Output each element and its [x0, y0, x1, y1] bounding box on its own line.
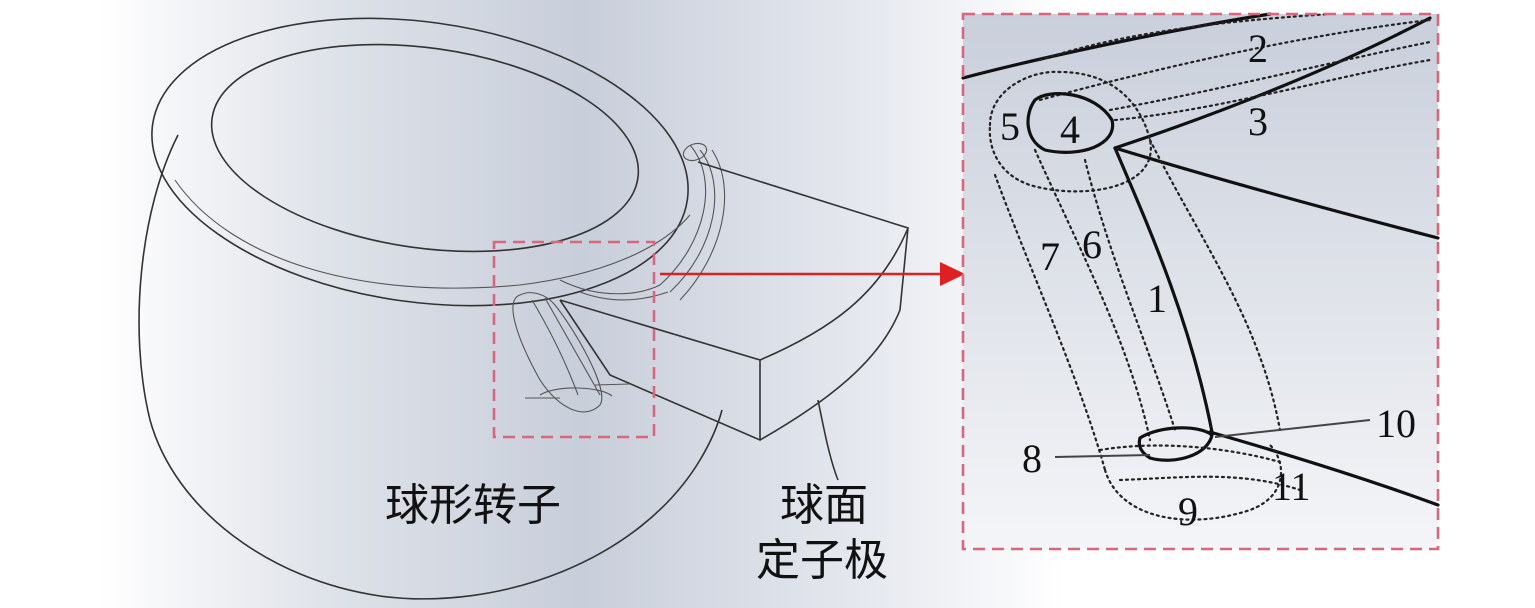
leader-line-10: [1214, 419, 1371, 438]
label-4: 4: [1060, 107, 1080, 152]
arrow-right-icon: [660, 262, 965, 286]
bottom-dotted-ellipse-9: [1103, 443, 1283, 521]
rotor-top-inner-ring: [210, 43, 640, 253]
bottom-ellipse-8: [1137, 426, 1214, 462]
winding-coil-thumbnail-base: [525, 383, 631, 399]
dotted-line-outer: [1148, 138, 1282, 432]
rotor-edge-arc-lower: [1113, 16, 1432, 150]
stator-leader-line: [817, 399, 839, 481]
left-background: [100, 0, 1065, 608]
rotor-top-outer-ring: [151, 17, 689, 307]
ring-end-cap: [682, 142, 708, 162]
spherical-rotor-outline: [138, 134, 723, 600]
bottom-dotted-ellipse-11: [1098, 444, 1302, 492]
label-7: 7: [1040, 234, 1060, 279]
left-assembly-view: 球形转子 球面 定子极: [100, 0, 1065, 608]
detail-view: 1 2 3 4 5 6 7 8 9 10 11: [961, 12, 1440, 551]
label-6: 6: [1082, 222, 1102, 267]
dotted-line-6: [1033, 148, 1152, 442]
highlight-frame: [492, 240, 656, 439]
lower-stator-edge: [1208, 430, 1440, 507]
rotor-top-ring-shadow: [174, 179, 691, 289]
label-3: 3: [1248, 99, 1268, 144]
label-2: 2: [1248, 26, 1268, 71]
label-8: 8: [1022, 436, 1042, 481]
label-9: 9: [1178, 489, 1198, 534]
winding-coil-thumbnail: [512, 292, 603, 413]
label-5: 5: [1000, 104, 1020, 149]
label-11: 11: [1272, 464, 1311, 509]
stator-label-line2: 定子极: [756, 535, 888, 586]
stator-edge-line: [1113, 146, 1440, 240]
dotted-arc-2: [1038, 12, 1432, 102]
coil-bar-1: [1113, 146, 1214, 434]
top-ellipse-5-dotted: [988, 70, 1152, 193]
detail-background: [963, 14, 1438, 549]
label-1: 1: [1147, 276, 1167, 321]
top-ellipse-4: [1026, 92, 1115, 154]
label-10: 10: [1376, 401, 1416, 446]
leader-line-8: [1054, 454, 1151, 458]
dotted-line-mid: [1083, 158, 1177, 432]
stator-label-line1: 球面: [780, 480, 868, 531]
dotted-line-7: [993, 173, 1107, 472]
stator-block: [559, 161, 909, 441]
rotor-label: 球形转子: [385, 480, 561, 531]
detail-frame: [961, 12, 1440, 551]
ring-groove-lines: [559, 144, 726, 301]
rotor-edge-arc-upper: [961, 12, 1272, 80]
dotted-arc-3: [1108, 40, 1432, 122]
